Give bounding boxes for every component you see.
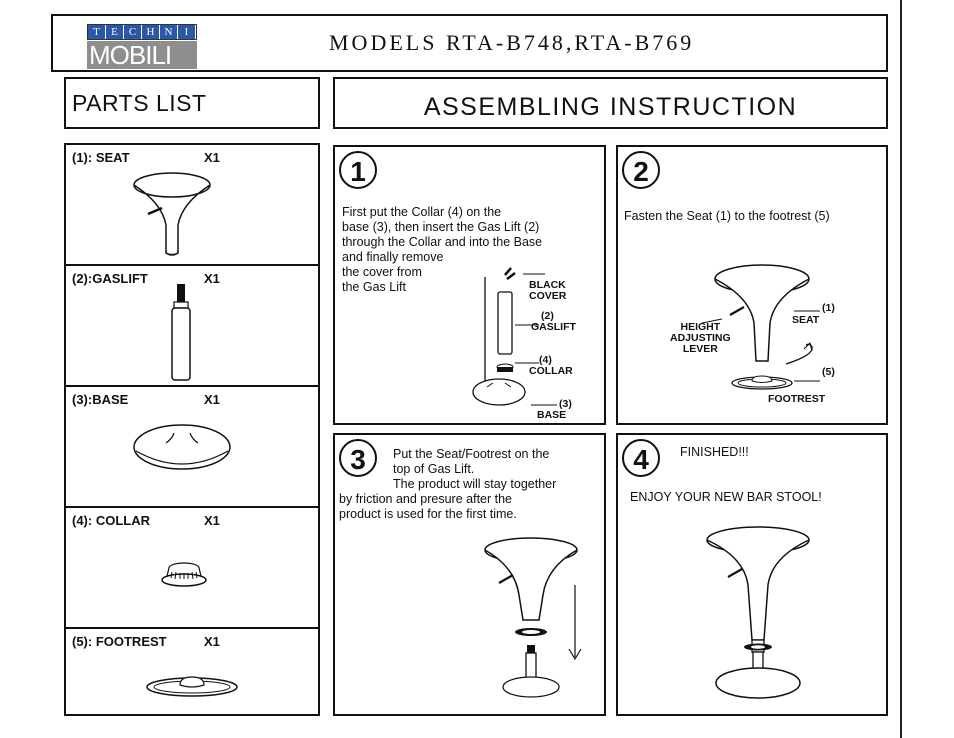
page-edge-line: [900, 0, 902, 738]
label-base: BASE: [537, 409, 567, 421]
part-gaslift: (2):GASLIFT X1: [66, 266, 318, 387]
step-number-badge: 2: [622, 151, 660, 189]
label-seat: SEAT: [792, 314, 820, 326]
part-qty: X1: [204, 271, 220, 286]
footrest-drawing: [146, 676, 238, 697]
logo-letter: N: [160, 25, 178, 39]
step-1-diagram: [472, 267, 557, 406]
part-name: (1): SEAT: [72, 150, 130, 165]
part-footrest: (5): FOOTREST X1: [66, 629, 318, 718]
logo-top-row: T E C H N I: [87, 24, 197, 40]
part-seat: (1): SEAT X1: [66, 145, 318, 266]
logo-letter: C: [124, 25, 142, 39]
logo-letter: H: [142, 25, 160, 39]
part-qty: X1: [204, 150, 220, 165]
gaslift-drawing: [171, 284, 191, 381]
step-number-badge: 1: [339, 151, 377, 189]
step-4-panel: 4 FINISHED!!! ENJOY YOUR NEW BAR STOOL!: [616, 433, 888, 716]
step-number-badge: 3: [339, 439, 377, 477]
parts-list-heading: PARTS LIST: [64, 77, 320, 129]
label-collar: (4) COLLAR: [529, 354, 573, 377]
step-3-panel: 3 Put the Seat/Footrest on the top of Ga…: [333, 433, 606, 716]
step-1-text: First put the Collar (4) on the base (3)…: [342, 205, 543, 294]
label-footrest: FOOTREST: [768, 393, 826, 405]
part-qty: X1: [204, 634, 220, 649]
part-name: (5): FOOTREST: [72, 634, 167, 649]
finished-text: FINISHED!!!: [680, 445, 749, 459]
logo-letter: E: [106, 25, 124, 39]
label-gaslift: (2) GASLIFT: [531, 310, 576, 333]
label-height-adjusting-lever: HEIGHT ADJUSTING LEVER: [670, 321, 731, 355]
part-name: (2):GASLIFT: [72, 271, 148, 286]
models-title: MODELS RTA-B748,RTA-B769: [329, 30, 695, 55]
step-2-diagram: [701, 264, 820, 390]
step-1-panel: 1 First put the Collar (4) on the base (…: [333, 145, 606, 425]
seat-drawing: [133, 172, 211, 256]
part-base: (3):BASE X1: [66, 387, 318, 508]
step-3-text-a: Put the Seat/Footrest on the top of Gas …: [393, 447, 557, 491]
label-black-cover: BLACK COVER: [529, 279, 567, 302]
part-name: (4): COLLAR: [72, 513, 150, 528]
part-qty: X1: [204, 513, 220, 528]
part-collar: (4): COLLAR X1: [66, 508, 318, 629]
logo-wordmark: MOBILI: [87, 41, 197, 69]
logo-letter: I: [178, 25, 196, 39]
logo-letter: T: [88, 25, 106, 39]
enjoy-text: ENJOY YOUR NEW BAR STOOL!: [630, 490, 822, 504]
step-3-diagram: [484, 537, 582, 698]
instructions-heading: ASSEMBLING INSTRUCTION: [333, 77, 888, 129]
technimobili-logo: T E C H N I MOBILI: [87, 24, 197, 69]
base-drawing: [133, 424, 231, 470]
parts-list: (1): SEAT X1 (2):GASLIFT X1 (3):BASE X1 …: [64, 143, 320, 716]
step-4-diagram: [706, 526, 810, 699]
part-name: (3):BASE: [72, 392, 129, 407]
step-3-text-b: by friction and presure after the produc…: [339, 492, 517, 521]
label-seat-number: (1): [822, 302, 835, 314]
label-base-number: (3): [559, 398, 572, 410]
step-2-panel: 2 Fasten the Seat (1) to the footrest (5…: [616, 145, 888, 425]
collar-drawing: [161, 562, 207, 587]
header-bar: T E C H N I MOBILI MODELS RTA-B748,RTA-B…: [51, 14, 888, 72]
label-footrest-number: (5): [822, 366, 835, 378]
part-qty: X1: [204, 392, 220, 407]
step-2-text: Fasten the Seat (1) to the footrest (5): [624, 209, 830, 223]
step-number-badge: 4: [622, 439, 660, 477]
